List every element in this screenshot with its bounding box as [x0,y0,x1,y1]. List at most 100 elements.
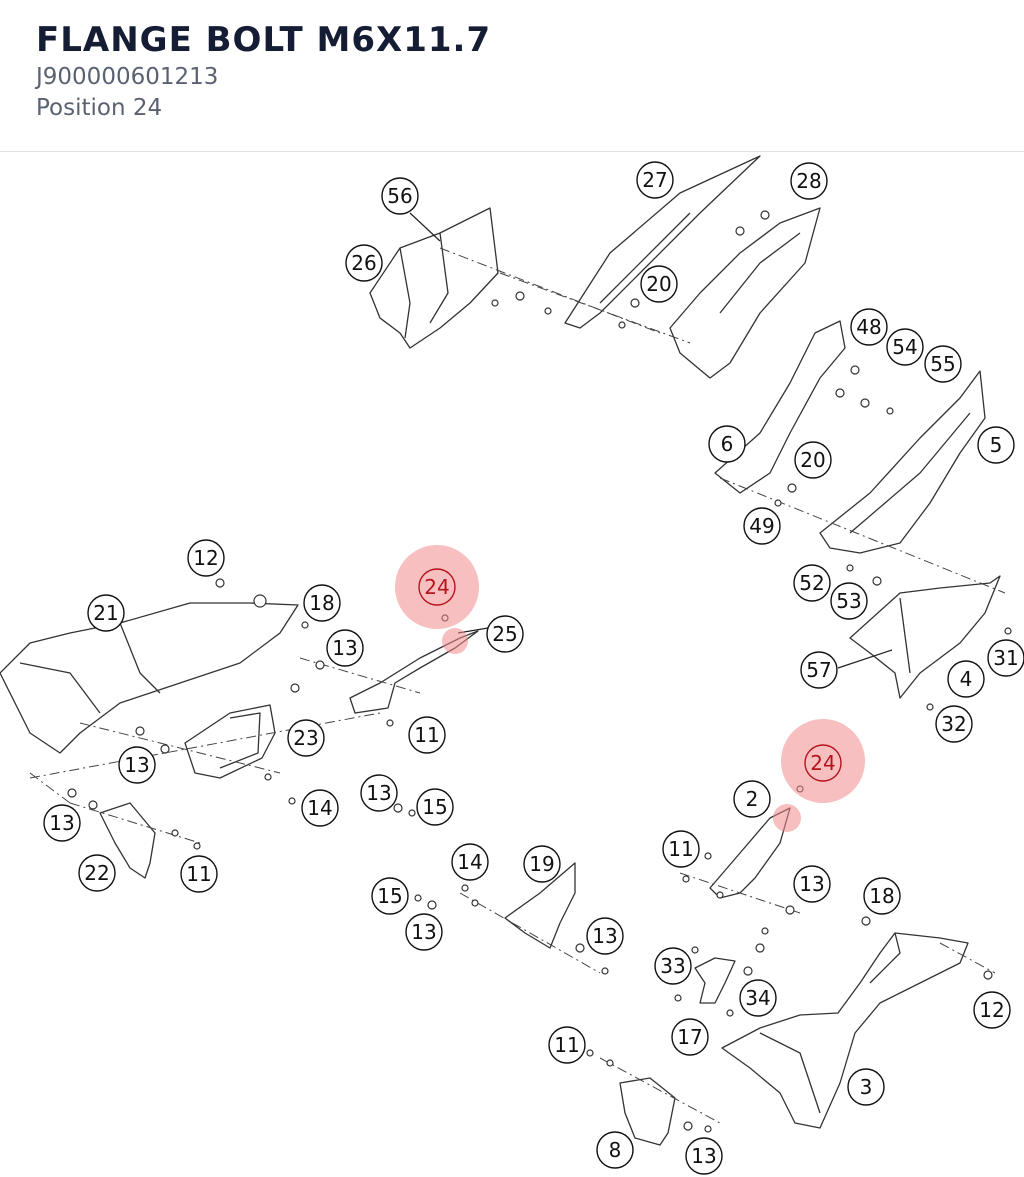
callout-circle [408,716,446,754]
callout-23: 23 [287,719,325,757]
callout-circle [830,582,868,620]
hardware-parts [67,210,1012,1133]
callout-circle [804,744,842,782]
callout-circle [793,564,831,602]
callout-label: 6 [721,432,734,456]
callout-label: 21 [93,601,118,625]
callout-circle [523,845,561,883]
callout-13: 13 [326,629,364,667]
callout-circle [118,746,156,784]
callout-label: 3 [860,1075,873,1099]
callout-label: 11 [186,862,211,886]
callout-label: 18 [869,884,894,908]
callout-24: 24 [804,744,842,782]
callout-label: 14 [457,850,482,874]
callout-24: 24 [418,568,456,606]
callout-label: 54 [892,335,917,359]
callout-circle [636,161,674,199]
part-22-outline [99,802,156,879]
callout-label: 20 [800,448,825,472]
callout-54: 54 [886,328,924,366]
callout-circle [671,1018,709,1056]
callout-48: 48 [850,308,888,346]
callout-circle [743,507,781,545]
part-8-outline [619,1077,676,1146]
callout-label: 11 [668,837,693,861]
part-28-outline [669,207,821,379]
callout-circle [43,804,81,842]
callout-circle [371,877,409,915]
callout-label: 17 [677,1025,702,1049]
callout-circle [416,788,454,826]
callout-label: 14 [307,796,332,820]
callout-circle [654,947,692,985]
callout-label: 18 [309,591,334,615]
callout-57: 57 [800,651,838,689]
callout-label: 57 [806,658,831,682]
callout-32: 32 [935,705,973,743]
part-21-outline [0,602,299,754]
callout-circle [790,162,828,200]
callout-13: 13 [685,1137,723,1175]
callout-label: 13 [799,872,824,896]
callout-circle [924,345,962,383]
callout-circle [381,177,419,215]
callout-14: 14 [451,843,489,881]
callout-11: 11 [548,1026,586,1064]
callout-33: 33 [654,947,692,985]
callout-25: 25 [486,615,524,653]
callout-52: 52 [793,564,831,602]
callout-55: 55 [924,345,962,383]
callout-20: 20 [794,441,832,479]
callout-circle [87,594,125,632]
part-5-outline [819,370,986,554]
header: FLANGE BOLT M6X11.7 J900000601213 Positi… [0,0,1024,152]
callout-13: 13 [405,913,443,951]
callout-circle [708,425,746,463]
part-3-outline [721,932,969,1129]
callout-label: 13 [332,636,357,660]
part-outlines [0,155,1001,1146]
callout-6: 6 [708,425,746,463]
callout-12: 12 [187,539,225,577]
callout-31: 31 [987,639,1024,677]
callout-label: 11 [554,1033,579,1057]
callout-3: 3 [847,1068,885,1106]
callout-8: 8 [596,1131,634,1169]
callout-circle [850,308,888,346]
callout-circle [935,705,973,743]
part-2-outline [709,807,791,899]
callout-13: 13 [360,774,398,812]
callout-circle [640,265,678,303]
callout-label: 12 [979,998,1004,1022]
callout-circle [685,1137,723,1175]
callout-34: 34 [739,979,777,1017]
callout-label: 2 [746,787,759,811]
part-27-outline [564,155,761,329]
callout-2: 2 [733,780,771,818]
callout-label: 34 [745,986,770,1010]
callout-label: 26 [351,251,376,275]
callout-circle [345,244,383,282]
callout-label: 23 [293,726,318,750]
callout-circle [586,917,624,955]
callout-circle [947,660,985,698]
callout-label: 49 [749,514,774,538]
callout-21: 21 [87,594,125,632]
callout-label: 15 [422,795,447,819]
callout-label: 13 [124,753,149,777]
callout-label: 56 [387,184,412,208]
callout-circle [800,651,838,689]
part-number: J900000601213 [36,64,219,90]
callout-18: 18 [303,584,341,622]
callout-circle [287,719,325,757]
callout-circle [326,629,364,667]
callout-label: 12 [193,546,218,570]
callout-13: 13 [586,917,624,955]
callout-20: 20 [640,265,678,303]
callout-circle [794,441,832,479]
callout-label: 15 [377,884,402,908]
callout-19: 19 [523,845,561,883]
callout-label: 13 [411,920,436,944]
callout-label: 27 [642,168,667,192]
